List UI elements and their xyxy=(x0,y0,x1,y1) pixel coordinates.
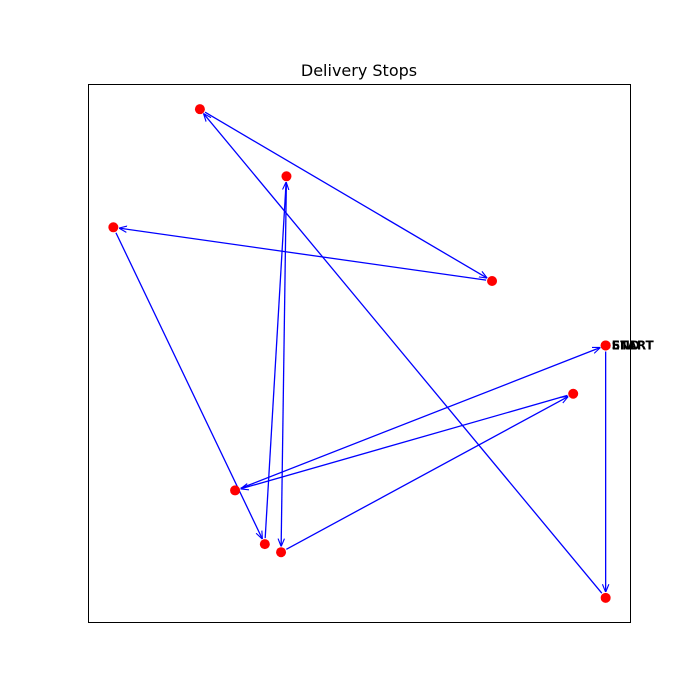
stop-marker-1 xyxy=(600,592,611,603)
stop-marker-5 xyxy=(259,539,270,550)
route-arrow-3 xyxy=(204,111,487,278)
stop-marker-4 xyxy=(108,222,119,233)
route-arrows xyxy=(115,111,606,594)
stop-marker-3 xyxy=(487,276,498,287)
stop-marker-8 xyxy=(568,388,579,399)
route-arrow-8 xyxy=(286,397,568,550)
chart-title: Delivery Stops xyxy=(301,61,417,80)
stop-marker-2 xyxy=(194,104,205,115)
plot-area-frame xyxy=(88,84,631,623)
route-arrow-10 xyxy=(240,348,600,489)
stop-marker-7 xyxy=(276,547,287,558)
route-arrow-7 xyxy=(281,182,288,546)
stop-markers xyxy=(108,104,611,603)
route-arrow-2 xyxy=(204,114,603,594)
stop-label-start: START xyxy=(612,338,655,352)
route-arrow-9 xyxy=(241,394,568,488)
route-arrow-4 xyxy=(119,228,487,281)
stop-label-end: END xyxy=(612,338,640,352)
stop-marker-9 xyxy=(230,485,241,496)
route-arrow-6 xyxy=(264,182,286,539)
route-arrow-5 xyxy=(115,232,262,539)
stop-marker-10 xyxy=(600,340,611,351)
stop-marker-6 xyxy=(281,171,292,182)
